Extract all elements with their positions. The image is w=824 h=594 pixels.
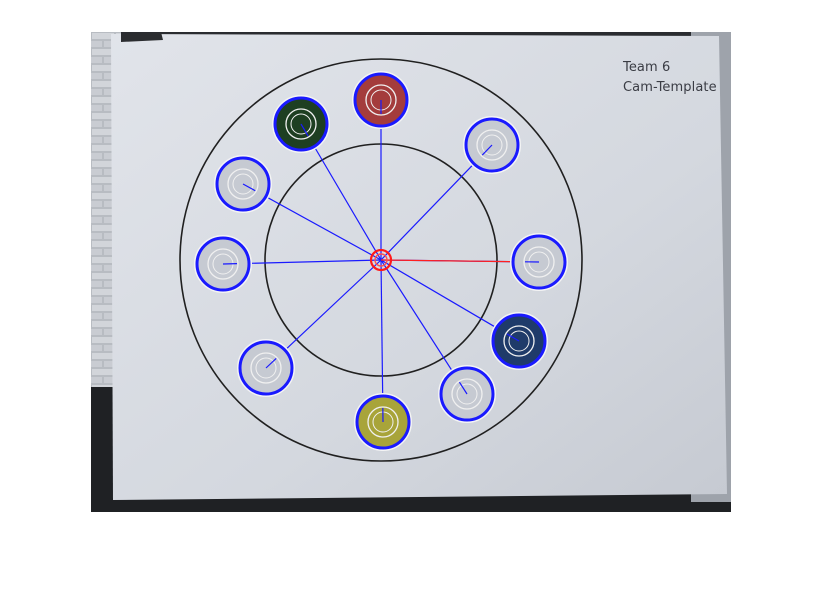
- marker-halo: [352, 71, 410, 129]
- camera-photo: Team 6 Cam-Template: [91, 32, 731, 512]
- center-marker: [369, 248, 393, 272]
- spoke-tip: [265, 357, 277, 369]
- scene-svg: [91, 32, 731, 512]
- marker-white: [237, 339, 295, 397]
- marker-inner-ring: [285, 108, 317, 140]
- spoke-tip: [506, 333, 520, 342]
- marker-inner-ring: [290, 113, 312, 135]
- spoke-line: [232, 259, 382, 265]
- marker-halo: [237, 339, 295, 397]
- marker-white: [438, 365, 496, 423]
- paper-text-template: Cam-Template: [623, 80, 717, 95]
- marker-halo: [438, 365, 496, 423]
- marker-white: [463, 116, 521, 174]
- spoke-line: [305, 132, 382, 261]
- marker-halo: [490, 312, 548, 370]
- spoke-line: [272, 259, 382, 362]
- marker-inner-ring: [207, 248, 239, 280]
- marker-white: [194, 235, 252, 293]
- marker-inner-ring: [523, 246, 555, 278]
- marker-halo: [463, 116, 521, 174]
- outer-template-ring: [179, 58, 583, 462]
- marker-inner-ring: [476, 129, 508, 161]
- spoke-tip: [300, 123, 309, 137]
- marker-halo: [194, 235, 252, 293]
- paper-top-tear: [121, 32, 163, 42]
- marker-halo: [214, 155, 272, 213]
- marker-inner-ring: [232, 173, 254, 195]
- paper-text-team: Team 6: [623, 60, 671, 75]
- spoke-line: [380, 151, 486, 261]
- marker-inner-ring: [503, 325, 535, 357]
- marker-inner-ring: [451, 378, 483, 410]
- spoke-tip: [481, 144, 493, 156]
- marker-halo: [272, 95, 330, 153]
- marker-inner-ring: [508, 330, 530, 352]
- spoke-lines: [232, 110, 540, 413]
- spoke-tip: [458, 381, 468, 395]
- spoke-tip: [242, 183, 256, 192]
- marker-yellow: [354, 393, 412, 451]
- marker-inner-ring: [481, 134, 503, 156]
- marker-halo: [354, 393, 412, 451]
- marker-inner-ring: [227, 168, 259, 200]
- marker-inner-ring: [365, 84, 397, 116]
- marker-inner-ring: [250, 352, 282, 384]
- marker-white: [214, 155, 272, 213]
- spoke-line: [380, 259, 384, 413]
- markers-group: [194, 71, 568, 451]
- marker-halo: [510, 233, 568, 291]
- marker-red: [352, 71, 410, 129]
- marker-green: [272, 95, 330, 153]
- marker-navy: [490, 312, 548, 370]
- marker-white: [510, 233, 568, 291]
- spoke-line: [251, 188, 382, 261]
- marker-inner-ring: [255, 357, 277, 379]
- spoke-line: [380, 259, 511, 337]
- spoke-line: [380, 259, 463, 386]
- marker-inner-ring: [367, 406, 399, 438]
- marker-inner-ring: [456, 383, 478, 405]
